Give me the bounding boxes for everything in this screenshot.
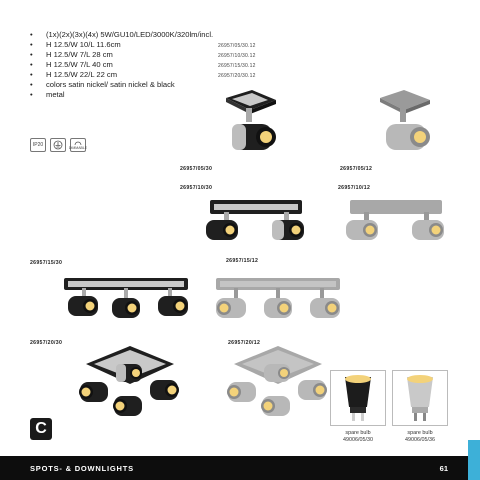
- product-triple-spot-nickel: [210, 270, 346, 326]
- certification-icons: IP20 DIMMABLE: [30, 138, 87, 152]
- spare-bulb-image: [392, 370, 448, 426]
- product-code-label: 26957/10/30: [180, 185, 213, 191]
- spare-bulb-caption: spare bulb 49006/05/30: [343, 430, 373, 443]
- product-code-label: 26957/15/12: [226, 258, 259, 264]
- product-code-label: 26957/20/12: [228, 340, 261, 346]
- product-triple-spot-black: [58, 270, 194, 326]
- class-one-icon: [50, 138, 66, 152]
- footer-accent-bar: [468, 440, 480, 480]
- product-single-spot-black: [218, 84, 282, 164]
- spec-row: •colors satin nickel/ satin nickel & bla…: [30, 80, 175, 89]
- ip20-icon: IP20: [30, 138, 46, 152]
- spec-list: •(1x)(2x)(3x)(4x) 5W/GU10/LED/3000K/320l…: [30, 30, 330, 100]
- product-quad-spot-nickel: [222, 342, 332, 422]
- footer-title: SPOTS- & DOWNLIGHTS: [30, 464, 134, 473]
- product-single-spot-nickel: [372, 84, 436, 164]
- spec-row: •(1x)(2x)(3x)(4x) 5W/GU10/LED/3000K/320l…: [30, 30, 214, 39]
- product-quad-spot-black: [74, 342, 184, 422]
- product-code-label: 26957/20/30: [30, 340, 63, 346]
- product-code-label: 26957/15/30: [30, 260, 63, 266]
- spare-bulb-image: [330, 370, 386, 426]
- spec-row: •metal: [30, 90, 65, 99]
- product-code-label: 26957/05/12: [340, 166, 373, 172]
- page-footer: SPOTS- & DOWNLIGHTS 61: [0, 456, 468, 480]
- dimmable-icon: DIMMABLE: [69, 138, 87, 152]
- product-code-label: 26957/10/12: [338, 185, 371, 191]
- spare-bulb-caption: spare bulb 49006/05/36: [405, 430, 435, 443]
- page-number: 61: [439, 464, 448, 473]
- product-double-spot-black: [200, 196, 310, 248]
- category-badge: C: [30, 418, 52, 440]
- product-double-spot-nickel: [340, 196, 450, 248]
- product-code-label: 26957/05/30: [180, 166, 213, 172]
